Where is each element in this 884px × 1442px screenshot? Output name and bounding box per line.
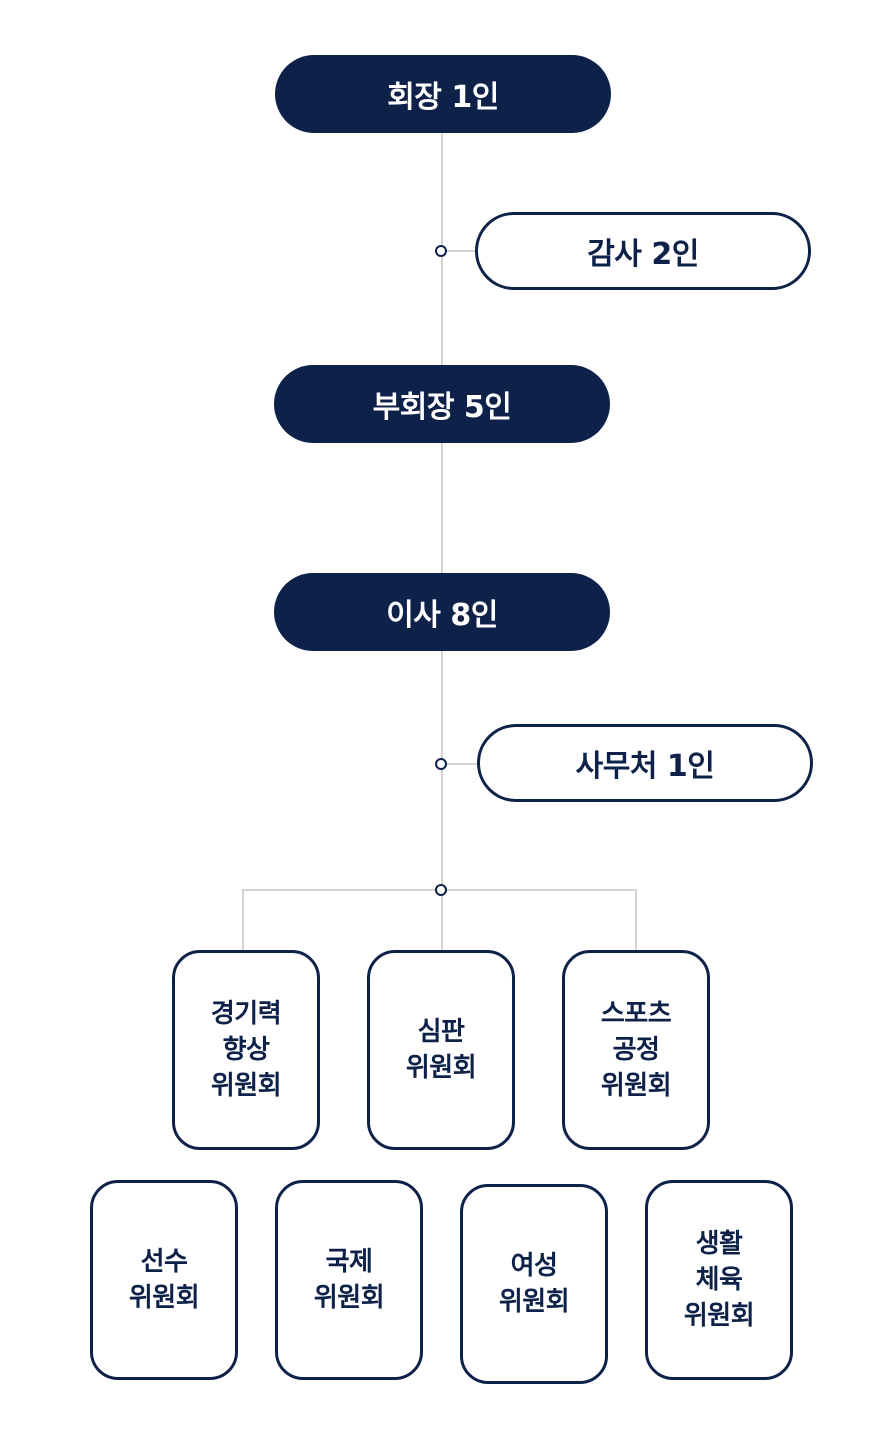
committee-left-drop — [242, 889, 244, 952]
committee-performance-card: 경기력 향상 위원회 — [172, 950, 320, 1150]
secretariat-junction-dot — [435, 758, 447, 770]
auditor-branch-connector — [447, 250, 477, 252]
secretariat-node: 사무처 1인 — [477, 724, 813, 802]
vice-president-node: 부회장 5인 — [274, 365, 610, 443]
secretariat-branch-connector — [447, 763, 479, 765]
committee-athlete-card: 선수 위원회 — [90, 1180, 238, 1380]
committee-center-drop — [441, 889, 443, 952]
committee-junction-dot — [435, 884, 447, 896]
committee-right-drop — [635, 889, 637, 952]
president-node: 회장 1인 — [275, 55, 611, 133]
committee-international-card: 국제 위원회 — [275, 1180, 423, 1380]
committee-recreational-sports-card: 생활 체육 위원회 — [645, 1180, 793, 1380]
directors-node: 이사 8인 — [274, 573, 610, 651]
committee-women-card: 여성 위원회 — [460, 1184, 608, 1384]
auditor-junction-dot — [435, 245, 447, 257]
committee-sports-fairness-card: 스포츠 공정 위원회 — [562, 950, 710, 1150]
auditor-node: 감사 2인 — [475, 212, 811, 290]
committee-referee-card: 심판 위원회 — [367, 950, 515, 1150]
main-vertical-connector — [441, 130, 443, 890]
